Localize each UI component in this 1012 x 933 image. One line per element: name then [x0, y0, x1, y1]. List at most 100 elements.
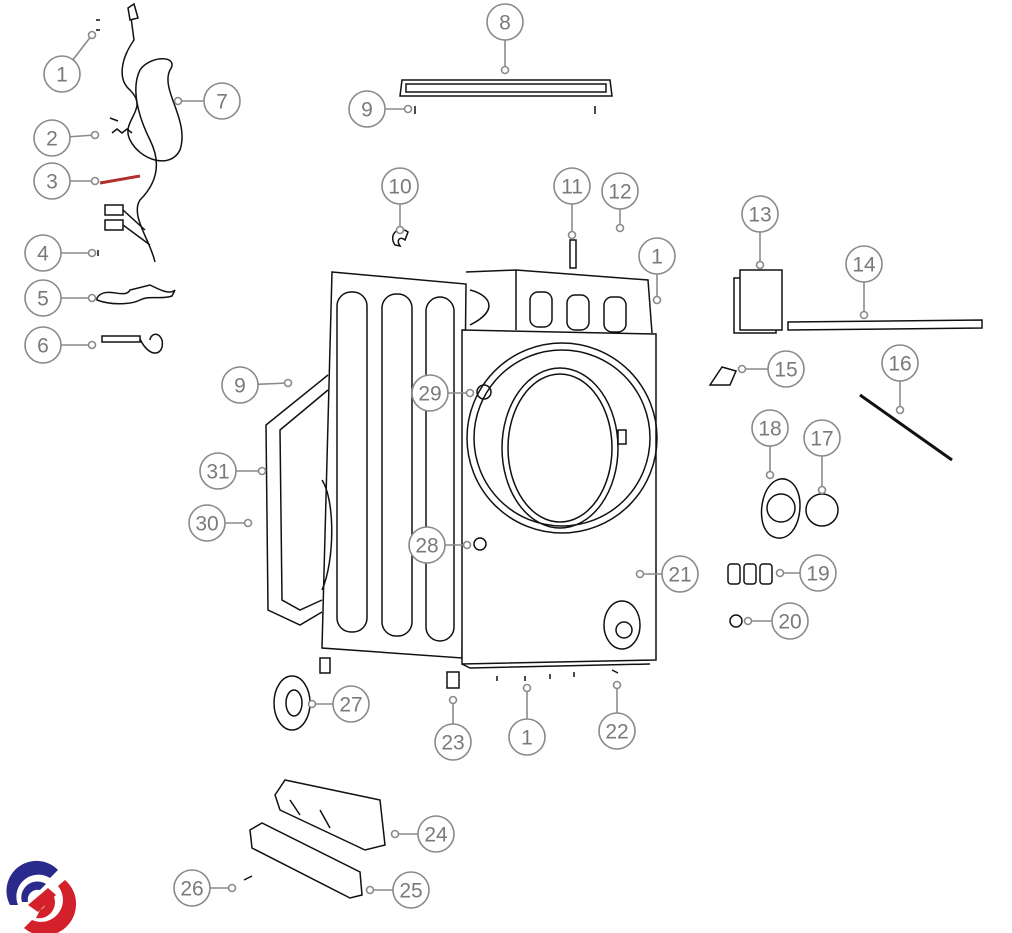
callout-circle — [332, 685, 370, 723]
callout-circle — [803, 419, 841, 457]
callout-circle — [417, 815, 455, 853]
callout-circle — [881, 344, 919, 382]
callout-circle — [741, 195, 779, 233]
brand-logo — [6, 860, 77, 933]
leader-dot — [462, 540, 472, 550]
callout-3: 3 — [33, 162, 100, 200]
callout-number: 13 — [748, 204, 771, 227]
callout-8: 8 — [486, 3, 524, 75]
callout-9: 9 — [221, 366, 293, 404]
callout-4: 4 — [24, 234, 97, 272]
leader-dot — [612, 680, 622, 690]
callout-circle — [348, 90, 386, 128]
callout-16: 16 — [881, 344, 919, 415]
callout-1: 1 — [43, 30, 97, 93]
callout-number: 25 — [399, 880, 422, 903]
callout-circle — [553, 167, 591, 205]
callout-circle — [33, 162, 71, 200]
leader-dot — [775, 568, 785, 578]
callout-circle — [771, 602, 809, 640]
leader-dot — [403, 104, 413, 114]
callout-29: 29 — [411, 374, 475, 412]
leader-dot — [765, 470, 775, 480]
callout-23: 23 — [434, 695, 472, 761]
leader-dot — [87, 340, 97, 350]
callout-number: 29 — [418, 383, 441, 406]
callout-30: 30 — [188, 504, 253, 542]
callout-number: 8 — [499, 12, 511, 35]
callout-circle — [188, 504, 226, 542]
callout-6: 6 — [24, 326, 97, 364]
callout-circle — [221, 366, 259, 404]
callout-number: 21 — [668, 564, 691, 587]
leader-dot — [615, 223, 625, 233]
leader-dot — [87, 248, 97, 258]
leader-dot — [87, 30, 97, 40]
callout-number: 7 — [216, 91, 228, 114]
leader-dot — [243, 518, 253, 528]
callout-19: 19 — [775, 554, 837, 592]
callout-number: 9 — [361, 99, 373, 122]
callout-2: 2 — [33, 119, 100, 157]
callout-number: 3 — [46, 171, 58, 194]
leader-dot — [90, 176, 100, 186]
callout-5: 5 — [24, 279, 97, 317]
callout-number: 30 — [195, 513, 218, 536]
callout-number: 26 — [180, 878, 203, 901]
leader-dot — [500, 65, 510, 75]
callout-circle — [24, 234, 62, 272]
callout-circle — [601, 172, 639, 210]
callout-10: 10 — [381, 167, 419, 235]
callout-17: 17 — [803, 419, 841, 495]
callout-circle — [767, 350, 805, 388]
leader-dot — [817, 485, 827, 495]
leader-dot — [283, 378, 293, 388]
front-cabinet — [461, 329, 658, 669]
callout-circle — [845, 245, 883, 283]
callout-number: 11 — [561, 176, 583, 199]
top-bar — [399, 79, 613, 114]
callout-number: 27 — [339, 694, 362, 717]
callout-number: 16 — [888, 353, 911, 376]
callout-11: 11 — [553, 167, 591, 240]
feet-and-seal — [273, 657, 619, 731]
callout-circle — [381, 167, 419, 205]
callout-circle — [799, 554, 837, 592]
callout-26: 26 — [173, 869, 237, 907]
leader-dot — [743, 616, 753, 626]
callout-number: 24 — [424, 824, 448, 847]
leader-dot — [307, 699, 317, 709]
callout-circle — [508, 718, 546, 756]
callout-circle — [392, 871, 430, 909]
callout-circle — [33, 119, 71, 157]
callout-number: 31 — [206, 461, 229, 484]
callout-circle — [173, 869, 211, 907]
callout-27: 27 — [307, 685, 370, 723]
callout-circle — [598, 712, 636, 750]
callout-number: 12 — [608, 181, 631, 204]
callout-21: 21 — [635, 555, 699, 593]
callout-number: 1 — [651, 246, 663, 269]
leader-dot — [395, 225, 405, 235]
callout-22: 22 — [598, 680, 636, 750]
callout-number: 6 — [37, 335, 49, 358]
callout-number: 1 — [56, 64, 68, 87]
callout-circle — [24, 279, 62, 317]
callout-number: 9 — [234, 375, 246, 398]
leader-dot — [567, 230, 577, 240]
callout-number: 18 — [758, 418, 781, 441]
power-cord — [104, 2, 183, 263]
callout-24: 24 — [390, 815, 455, 853]
callout-number: 1 — [521, 727, 533, 750]
callout-number: 10 — [388, 176, 411, 199]
callout-number: 23 — [441, 732, 464, 755]
leader-dot — [90, 130, 100, 140]
callout-circle — [486, 3, 524, 41]
callout-circle — [638, 237, 676, 275]
callout-25: 25 — [365, 871, 430, 909]
callout-number: 2 — [46, 128, 58, 151]
callout-circle — [408, 526, 446, 564]
leader-dot — [465, 388, 475, 398]
